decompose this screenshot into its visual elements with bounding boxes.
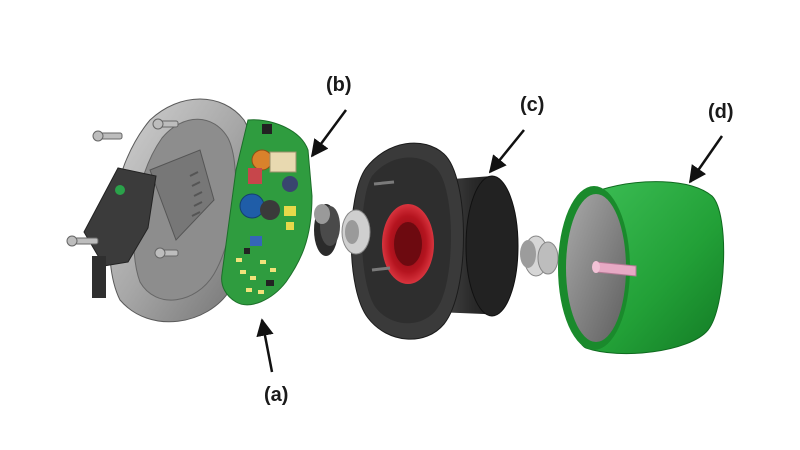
green-end-cap [558, 181, 725, 355]
arrow-d [688, 135, 724, 184]
arrow-b [310, 109, 348, 158]
control-pcb [221, 119, 313, 306]
bearing-disc [314, 204, 340, 256]
arrow-c [488, 129, 525, 174]
label-c: (c) [520, 94, 545, 116]
label-d: (d) [708, 101, 734, 123]
callout-arrows [256, 109, 724, 373]
arrow-a [256, 318, 274, 373]
label-b: (b) [326, 74, 352, 96]
motor-assembly [341, 142, 559, 340]
metal-back-plate [66, 98, 256, 323]
label-a: (a) [264, 384, 289, 406]
